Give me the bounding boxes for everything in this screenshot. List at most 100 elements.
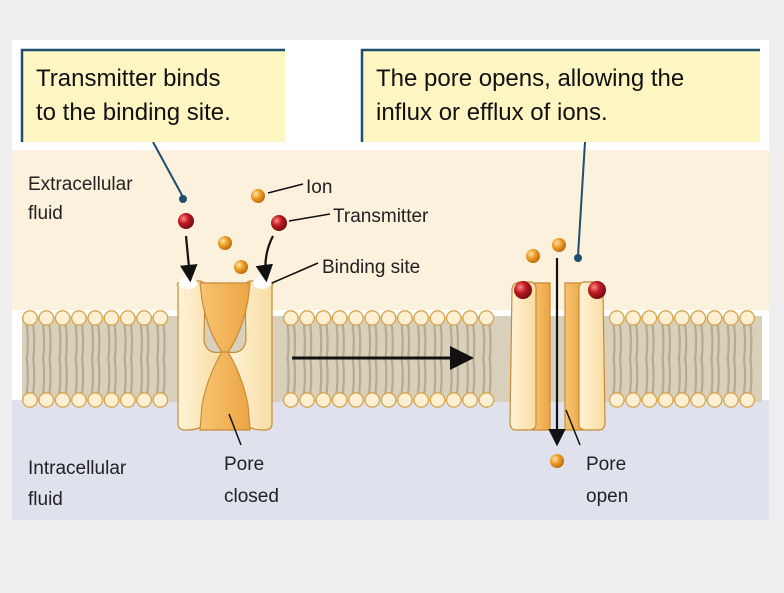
lipid-head: [39, 393, 53, 407]
lipid-head: [707, 311, 721, 325]
pore-closed-label-line2: closed: [224, 486, 279, 507]
lipid-tail: [695, 358, 696, 393]
lipid-tail: [750, 358, 751, 393]
lipid-tail: [636, 358, 637, 393]
lipid-tail: [115, 358, 116, 393]
pore-closed-label-line1: Pore: [224, 454, 264, 475]
lipid-head: [349, 393, 363, 407]
binding-site-label: Binding site: [322, 257, 420, 278]
lipid-head: [300, 393, 314, 407]
lipid-tail: [467, 325, 468, 360]
lipid-tail: [744, 325, 745, 360]
lipid-head: [381, 393, 395, 407]
lipid-tail: [728, 358, 729, 393]
lipid-tail: [392, 358, 393, 393]
lipid-head: [88, 311, 102, 325]
lipid-head: [72, 393, 86, 407]
lipid-tail: [294, 358, 295, 393]
lipid-tail: [294, 325, 295, 360]
channel-open-right-subunit: [579, 282, 605, 430]
lipid-tail: [473, 358, 474, 393]
lipid-head: [659, 311, 673, 325]
lipid-tail: [353, 325, 354, 360]
lipid-tail: [327, 325, 328, 360]
lipid-tail: [728, 325, 729, 360]
lipid-tail: [663, 358, 664, 393]
lipid-tail: [164, 325, 165, 360]
lipid-head: [430, 393, 444, 407]
lipid-head: [610, 311, 624, 325]
callout-left-line1: Transmitter binds: [36, 65, 221, 92]
pore-open-label-line1: Pore: [586, 454, 626, 475]
lipid-tail: [467, 358, 468, 393]
lipid-tail: [147, 358, 148, 393]
lipid-tail: [408, 325, 409, 360]
lipid-head: [659, 393, 673, 407]
lipid-tail: [376, 325, 377, 360]
lipid-tail: [359, 325, 360, 360]
lipid-tail: [744, 358, 745, 393]
lipid-tail: [141, 358, 142, 393]
lipid-head: [39, 311, 53, 325]
lipid-tail: [343, 325, 344, 360]
lipid-head: [447, 311, 461, 325]
lipid-tail: [304, 325, 305, 360]
lipid-tail: [750, 325, 751, 360]
extracellular-label-line2: fluid: [28, 203, 63, 224]
lipid-head: [398, 311, 412, 325]
lipid-head: [121, 311, 135, 325]
lipid-head: [414, 393, 428, 407]
lipid-head: [610, 393, 624, 407]
lipid-tail: [702, 325, 703, 360]
lipid-tail: [473, 325, 474, 360]
ion-particle: [552, 238, 566, 252]
lipid-head: [300, 311, 314, 325]
lipid-tail: [82, 358, 83, 393]
lipid-head: [72, 311, 86, 325]
lipid-tail: [108, 358, 109, 393]
lipid-tail: [718, 358, 719, 393]
lipid-head: [55, 393, 69, 407]
lipid-head: [691, 311, 705, 325]
lipid-tail: [483, 325, 484, 360]
lipid-tail: [408, 358, 409, 393]
lipid-tail: [679, 358, 680, 393]
lipid-tail: [82, 325, 83, 360]
lipid-head: [349, 311, 363, 325]
lipid-head: [479, 311, 493, 325]
callout-right: The pore opens, allowing the influx or e…: [362, 50, 760, 142]
lipid-tail: [483, 358, 484, 393]
lipid-tail: [59, 358, 60, 393]
extracellular-label-line1: Extracellular: [28, 174, 133, 195]
lipid-tail: [108, 325, 109, 360]
channel-open-left-subunit: [510, 282, 536, 430]
binding-site-right: [253, 277, 271, 289]
lipid-tail: [147, 325, 148, 360]
lipid-tail: [685, 325, 686, 360]
channel-closed: [177, 277, 273, 430]
lipid-tail: [310, 358, 311, 393]
lipid-head: [284, 311, 298, 325]
lipid-tail: [43, 325, 44, 360]
lipid-tail: [92, 325, 93, 360]
lipid-tail: [457, 358, 458, 393]
lipid-head: [724, 393, 738, 407]
lipid-tail: [614, 325, 615, 360]
binding-site-left: [179, 277, 197, 289]
lipid-tail: [66, 358, 67, 393]
lipid-head: [626, 393, 640, 407]
lipid-tail: [711, 358, 712, 393]
lipid-head: [642, 311, 656, 325]
lipid-head: [707, 393, 721, 407]
lipid-head: [153, 393, 167, 407]
pore-open-label-line2: open: [586, 486, 628, 507]
lipid-tail: [441, 358, 442, 393]
lipid-tail: [685, 358, 686, 393]
lipid-tail: [131, 358, 132, 393]
lipid-head: [675, 393, 689, 407]
lipid-tail: [630, 325, 631, 360]
lipid-tail: [646, 358, 647, 393]
lipid-head: [740, 311, 754, 325]
lipid-tail: [141, 325, 142, 360]
